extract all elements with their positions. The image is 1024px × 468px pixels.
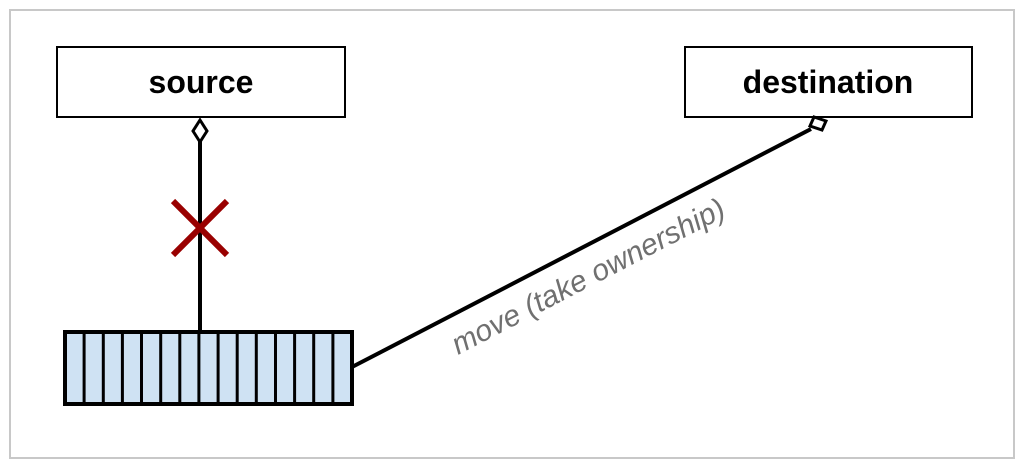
buffer-box — [63, 330, 354, 406]
source-box — [56, 46, 346, 118]
destination-label: destination — [743, 64, 914, 100]
source-buffer-link — [170, 117, 230, 332]
buffer-cell-dividers — [82, 332, 335, 404]
destination-box — [684, 46, 973, 118]
move-link: move (take ownership) — [351, 115, 829, 369]
buffer-block — [63, 330, 354, 406]
source-diamond-icon — [191, 117, 209, 145]
move-label: move (take ownership) — [446, 192, 731, 361]
destination-diamond-icon — [807, 115, 829, 132]
diagram-frame — [9, 9, 1015, 459]
destination-node[interactable]: destination — [684, 46, 973, 118]
source-node[interactable]: source — [56, 46, 346, 118]
cross-icon — [170, 198, 230, 258]
move-line — [351, 127, 812, 369]
source-label: source — [149, 64, 254, 100]
